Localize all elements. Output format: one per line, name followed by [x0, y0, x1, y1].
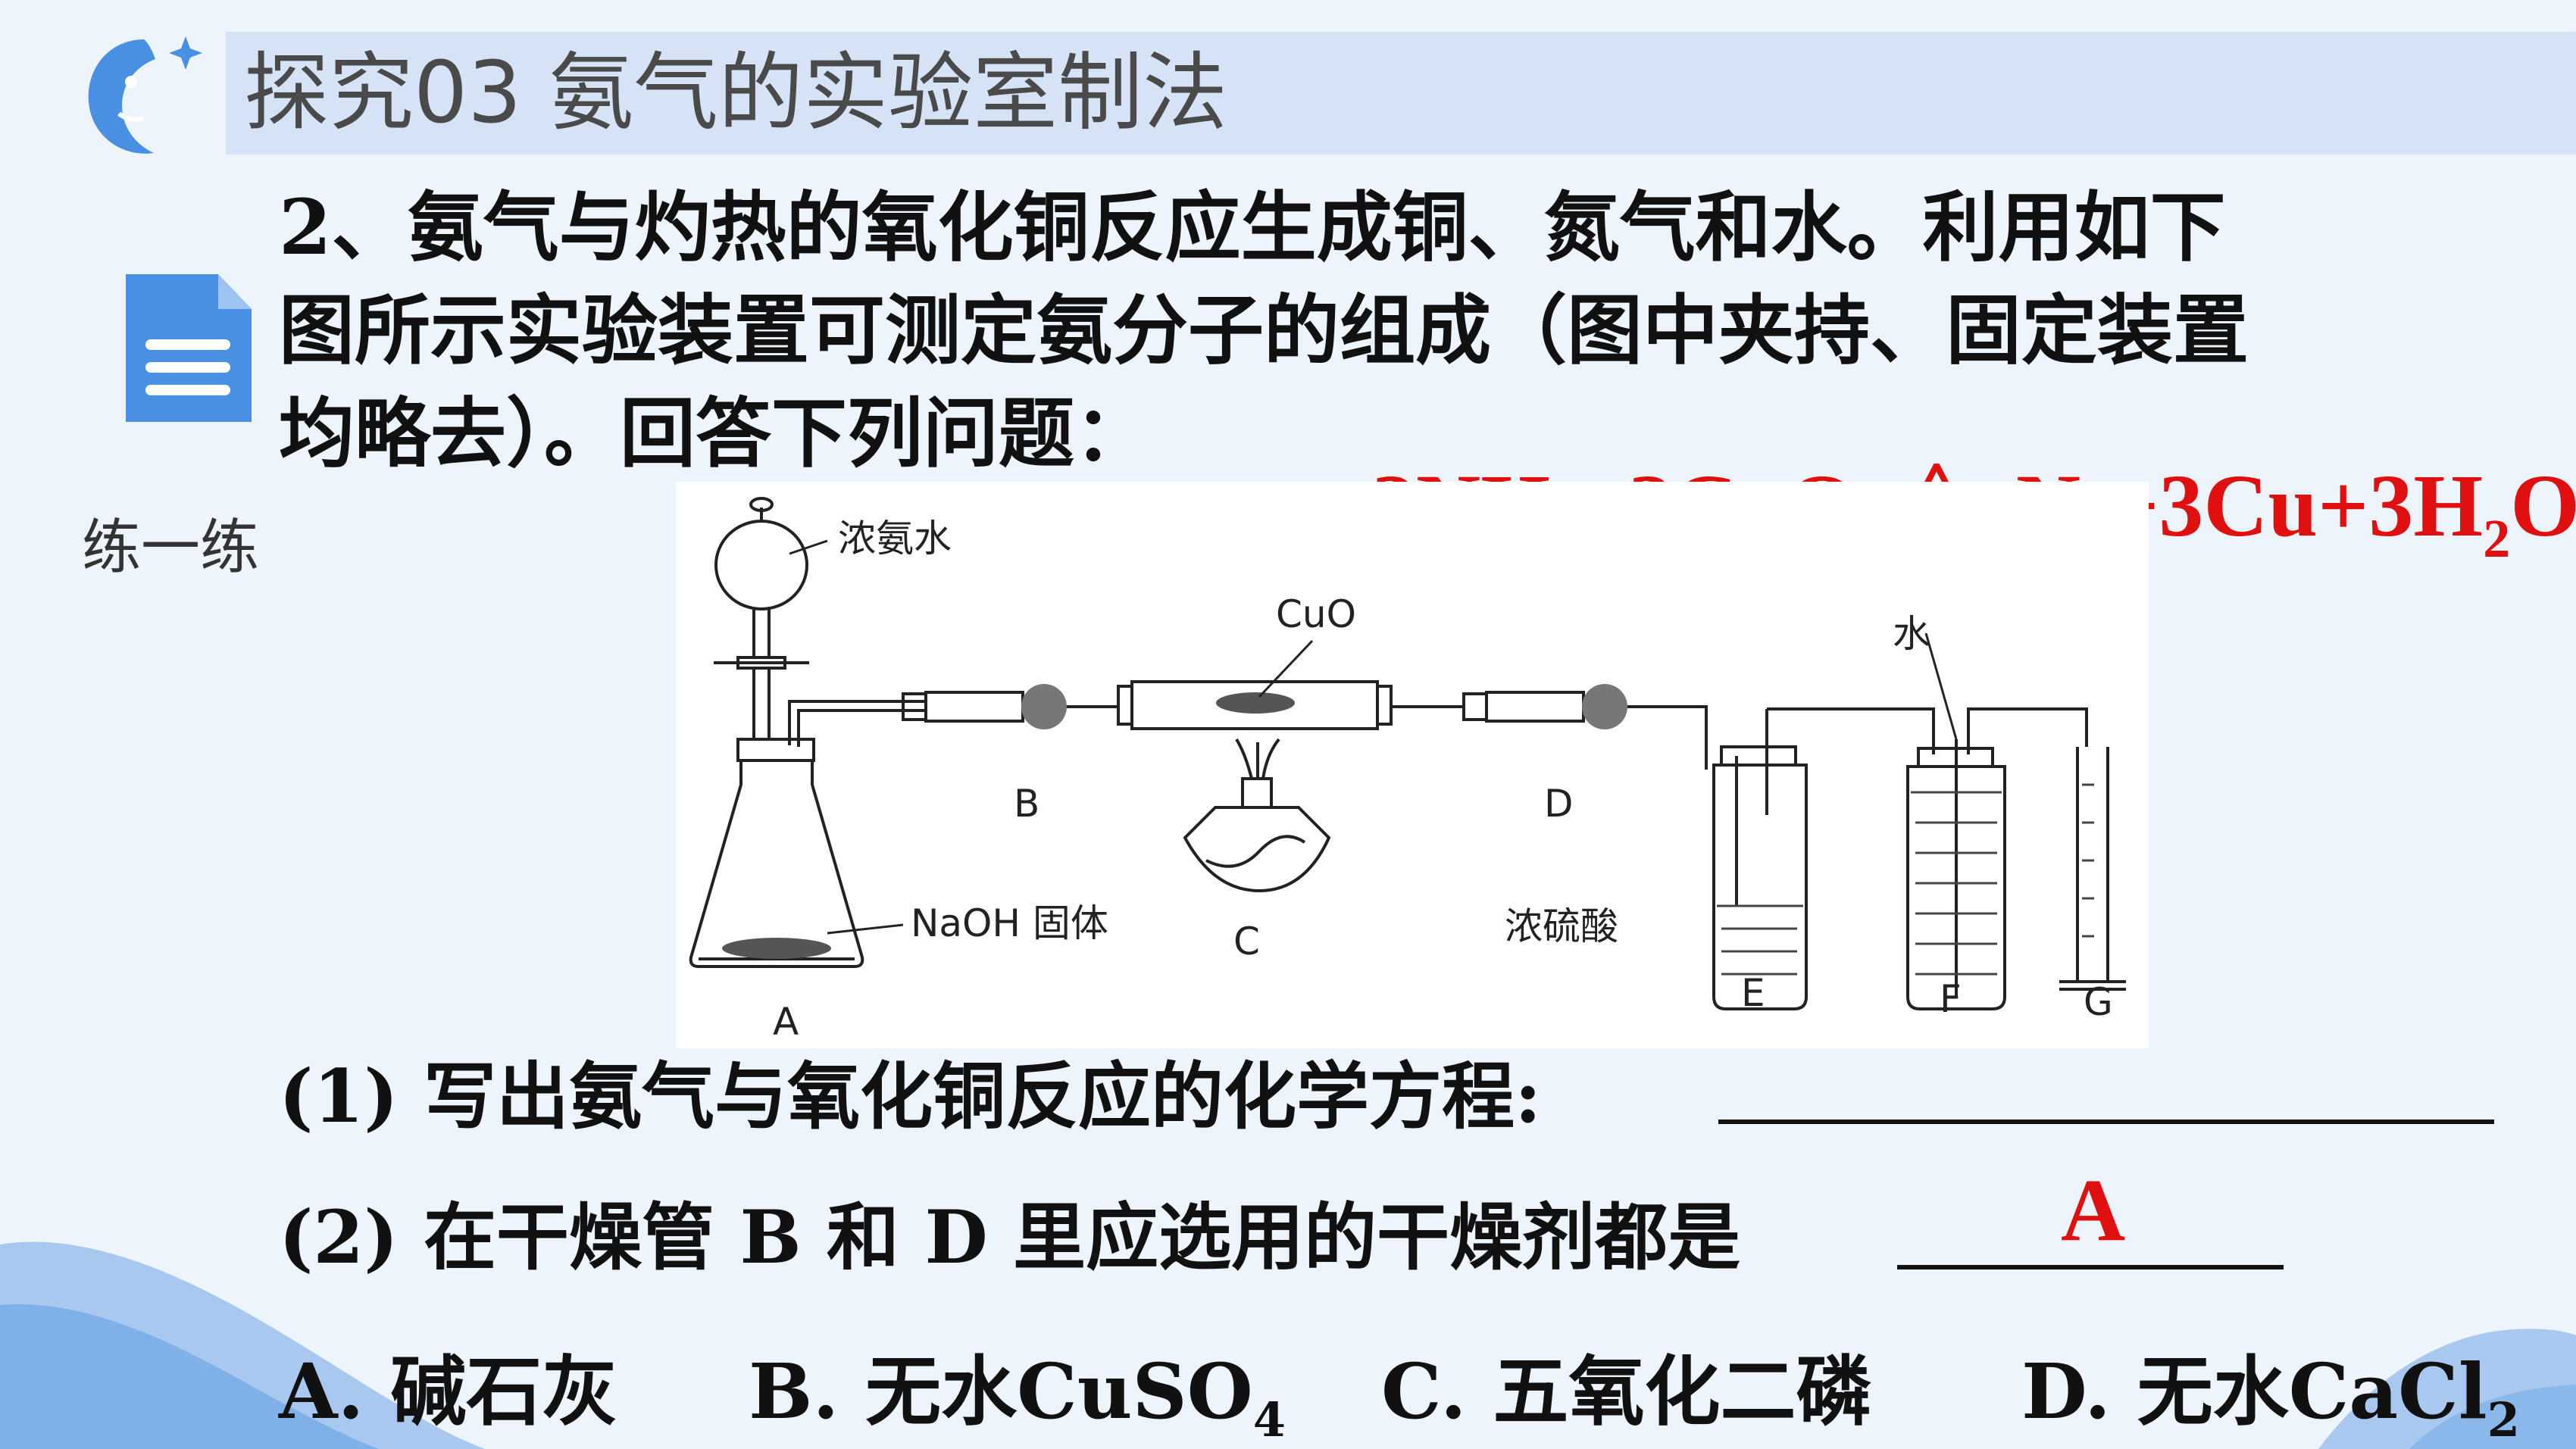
answer-blank-1[interactable]: [1718, 1120, 2494, 1124]
label-concentrated-sulfuric-acid: 浓硫酸: [1505, 904, 1618, 948]
title-bar: [226, 32, 2576, 155]
answer-value: A: [2061, 1160, 2126, 1260]
document-icon: [126, 274, 252, 422]
apparatus-diagram: 浓氨水 CuO 水 NaOH 固体 浓硫酸 A B C D E F G: [676, 482, 2149, 1048]
question-line-1: 2、氨气与灼热的氧化铜反应生成铜、氮气和水。利用如下: [279, 183, 2226, 272]
question-2: (2) 在干燥管 B 和 D 里应选用的干燥剂都是: [279, 1194, 1741, 1280]
equation-rhs-cu: +3Cu+3H: [2108, 456, 2484, 555]
label-cuo: CuO: [1276, 592, 1356, 636]
moon-face-logo-icon: [88, 36, 202, 154]
equation-rhs-o: O: [2510, 456, 2576, 555]
option-d-text: D. 无水CaCl: [2021, 1347, 2487, 1436]
equation-sub: 2: [2483, 508, 2511, 569]
practice-label: 练一练: [82, 514, 260, 582]
label-f: F: [1940, 977, 1962, 1021]
question-1: (1) 写出氨气与氧化铜反应的化学方程:: [279, 1054, 1542, 1139]
background-wave: [0, 1241, 2576, 1449]
question-line-2: 图所示实验装置可测定氨分子的组成（图中夹持、固定装置: [279, 286, 2249, 375]
label-concentrated-ammonia: 浓氨水: [838, 517, 952, 561]
option-b[interactable]: B. 无水CuSO4: [749, 1330, 1286, 1447]
label-e: E: [1741, 971, 1765, 1015]
option-d-sub: 2: [2487, 1392, 2520, 1447]
label-a: A: [773, 1000, 799, 1044]
page-title: 探究03 氨气的实验室制法: [244, 44, 1228, 142]
option-b-sub: 4: [1252, 1392, 1286, 1447]
option-c[interactable]: C. 五氧化二磷: [1381, 1347, 1872, 1436]
label-water: 水: [1893, 612, 1930, 656]
question-text: 2、氨气与灼热的氧化铜反应生成铜、氮气和水。利用如下 图所示实验装置可测定氨分子…: [279, 176, 2521, 485]
option-a[interactable]: A. 碱石灰: [279, 1347, 618, 1436]
funnel-bulb: [714, 520, 808, 611]
option-d[interactable]: D. 无水CaCl2: [2021, 1330, 2520, 1447]
label-naoh-solid: NaOH 固体: [911, 901, 1108, 945]
label-b: B: [1014, 782, 1039, 826]
label-d: D: [1544, 782, 1574, 826]
label-c: C: [1233, 920, 1260, 963]
answer-blank-2[interactable]: [1897, 1265, 2284, 1269]
option-b-text: B. 无水CuSO: [749, 1347, 1253, 1436]
question-line-3: 均略去）。回答下列问题：: [279, 389, 1150, 478]
label-g: G: [2084, 980, 2113, 1024]
